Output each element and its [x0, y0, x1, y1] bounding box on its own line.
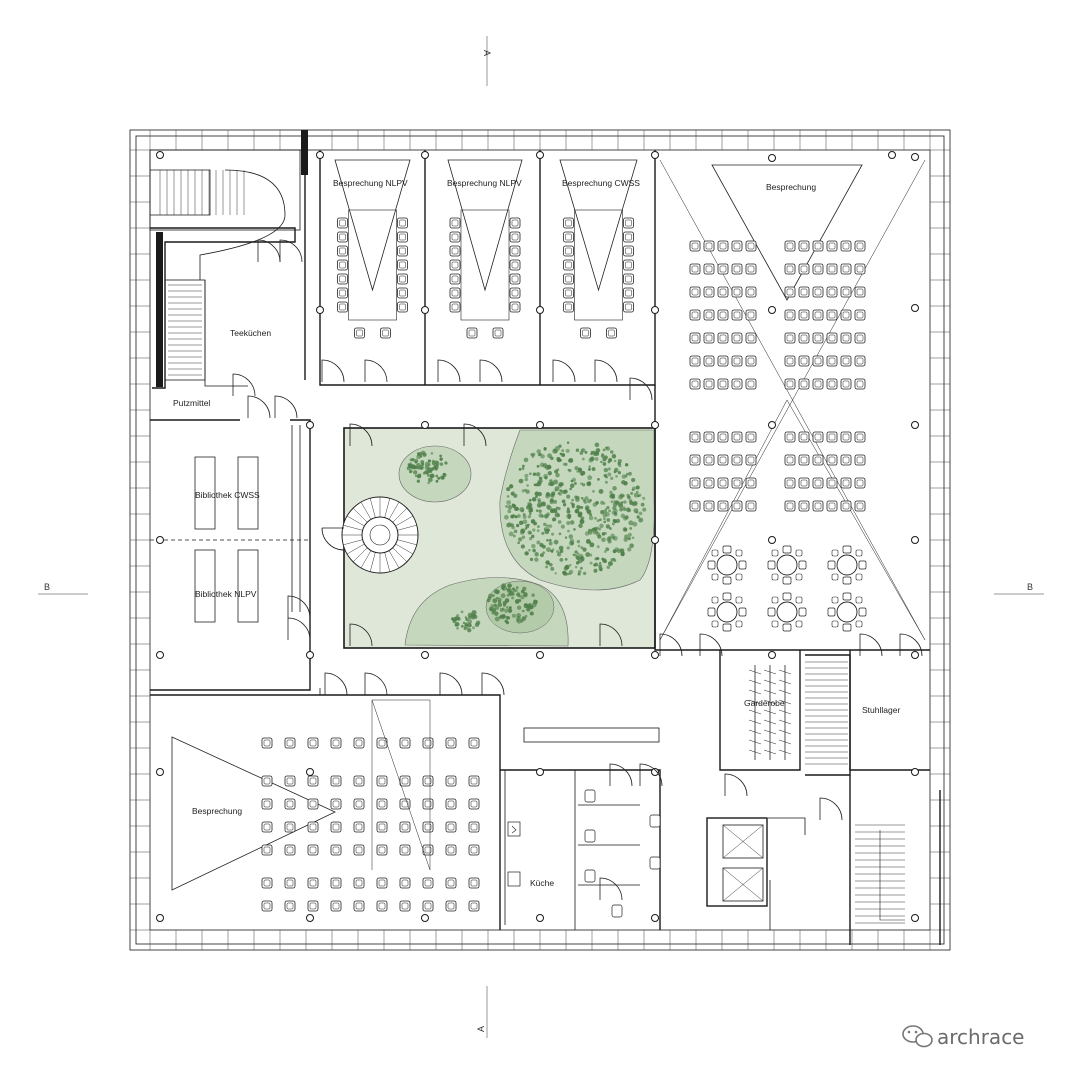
label-cleaning: Putzmittel: [173, 398, 210, 408]
label-meeting-2: Besprechung NLPV: [447, 178, 522, 188]
furniture: [171, 159, 926, 924]
label-cloakroom: Garderobe: [744, 698, 785, 708]
label-tea-kitchen: Teeküchen: [230, 328, 271, 338]
watermark-text: archrace: [937, 1025, 1025, 1049]
section-mark-right: B: [1027, 582, 1033, 592]
courtyard: [321, 423, 656, 649]
section-mark-left: B: [44, 582, 50, 592]
label-library-1: Bibliothek CWSS: [195, 490, 260, 500]
room-labels: Besprechung NLPV Besprechung NLPV Bespre…: [173, 178, 900, 888]
section-mark-bottom: A: [476, 1026, 486, 1032]
label-meeting-large-sw: Besprechung: [192, 806, 242, 816]
wechat-icon: [902, 1025, 933, 1048]
label-meeting-large-ne: Besprechung: [766, 182, 816, 192]
section-marks: A A B B: [38, 36, 1044, 1038]
label-kitchen: Küche: [530, 878, 554, 888]
section-mark-top: A: [482, 50, 492, 56]
columns: [156, 151, 919, 922]
label-meeting-1: Besprechung NLPV: [333, 178, 408, 188]
label-chair-storage: Stuhllager: [862, 705, 900, 715]
interior-walls: [149, 130, 941, 945]
label-library-2: Bibliothek NLPV: [195, 589, 257, 599]
label-meeting-3: Besprechung CWSS: [562, 178, 640, 188]
spiral-stair: [341, 496, 419, 574]
watermark: archrace: [902, 1025, 1025, 1049]
